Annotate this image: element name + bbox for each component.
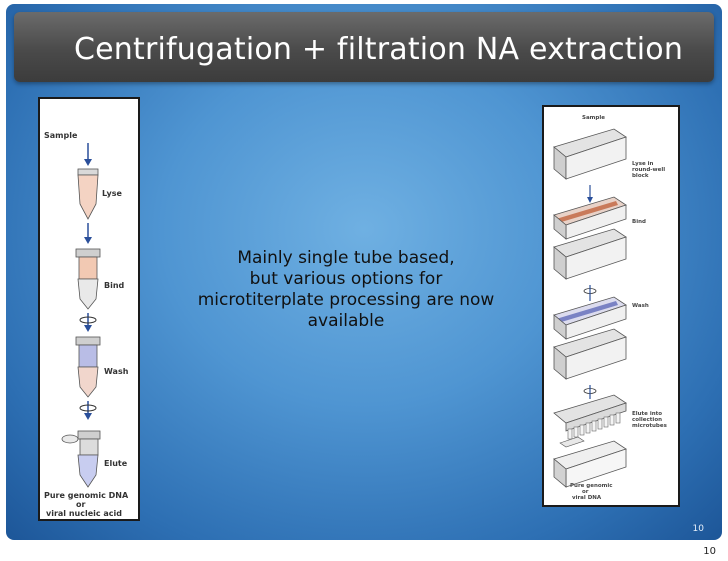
right-step-lyse-line2: round-well	[632, 167, 666, 173]
left-step-bind: Bind	[104, 281, 125, 290]
right-step-lyse-line1: Lyse in	[632, 161, 654, 167]
single-tube-workflow-figure: Sample Lyse Bind Wash Elute Pure genomic…	[38, 97, 140, 521]
microplate-workflow-drawing	[553, 128, 627, 488]
single-tube-workflow-drawing	[61, 143, 101, 488]
right-step-wash: Wash	[632, 303, 649, 309]
right-step-elute-line3: microtubes	[632, 423, 667, 429]
title-bar: Centrifugation + filtration NA extractio…	[14, 12, 714, 82]
left-result-line2: or	[76, 500, 86, 509]
left-step-wash: Wash	[104, 367, 129, 376]
right-step-elute-line1: Elute into	[632, 411, 663, 417]
right-result-line3: viral DNA	[572, 495, 602, 501]
page-number: 10	[703, 546, 716, 557]
slide-title: Centrifugation + filtration NA extractio…	[74, 32, 684, 67]
body-line-2: but various options for	[249, 269, 443, 289]
body-line-3: microtiterplate processing are now	[197, 290, 495, 310]
left-step-lyse: Lyse	[102, 189, 122, 198]
slide-body-text: Mainly single tube based, but various op…	[166, 248, 526, 332]
left-result-line3: viral nucleic acid	[46, 509, 123, 518]
right-step-sample: Sample	[582, 115, 605, 121]
right-result-line2: or	[582, 489, 589, 495]
slide-background: Centrifugation + filtration NA extractio…	[6, 4, 722, 540]
body-line-1: Mainly single tube based,	[237, 248, 455, 268]
body-line-4: available	[307, 311, 385, 331]
right-step-lyse-line3: block	[632, 173, 649, 179]
left-step-sample: Sample	[44, 131, 78, 140]
right-step-bind: Bind	[632, 219, 646, 225]
microplate-workflow-figure: Sample Lyse in round-well block Bind Was…	[542, 105, 680, 507]
left-step-elute: Elute	[104, 459, 128, 468]
slide-number: 10	[692, 524, 704, 534]
right-result-line1: Pure genomic	[570, 483, 613, 489]
right-step-elute-line2: collection	[632, 417, 663, 423]
left-result-line1: Pure genomic DNA	[44, 491, 129, 500]
